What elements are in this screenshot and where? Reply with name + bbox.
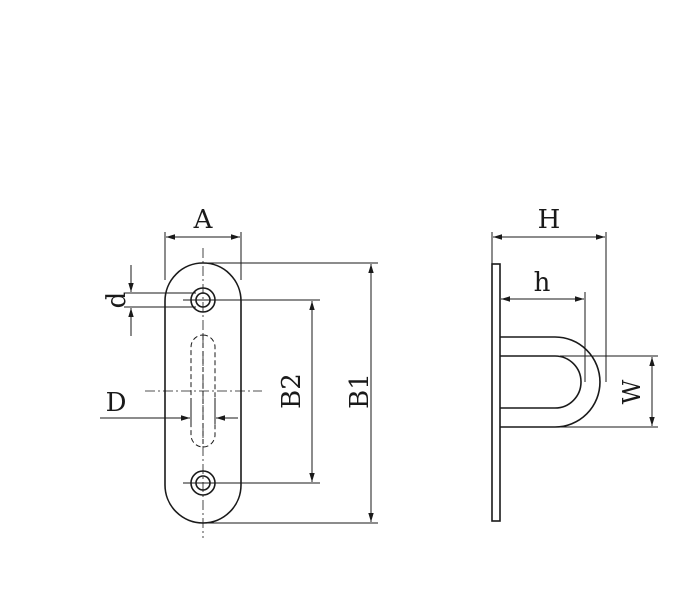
dim-d: d xyxy=(102,265,196,336)
front-view: A d D B2 B1 xyxy=(100,205,378,538)
label-A: A xyxy=(193,205,214,235)
label-B1: B1 xyxy=(345,373,375,409)
dim-h: h xyxy=(501,268,586,382)
dim-B2: B2 xyxy=(215,299,320,484)
u-loop-outer xyxy=(500,336,601,428)
dim-W: W xyxy=(560,355,658,428)
side-view: H h W xyxy=(491,205,658,522)
label-D: D xyxy=(106,388,127,418)
dim-D: D xyxy=(100,388,238,424)
dim-H: H xyxy=(491,205,607,382)
label-d: d xyxy=(102,292,132,309)
label-H: H xyxy=(538,205,561,235)
label-W: W xyxy=(618,379,646,404)
u-loop-inner xyxy=(500,355,582,409)
label-h: h xyxy=(534,268,551,298)
label-B2: B2 xyxy=(277,373,307,409)
plate-side xyxy=(491,263,501,522)
dim-A: A xyxy=(164,205,242,280)
dim-B1: B1 xyxy=(203,262,378,524)
